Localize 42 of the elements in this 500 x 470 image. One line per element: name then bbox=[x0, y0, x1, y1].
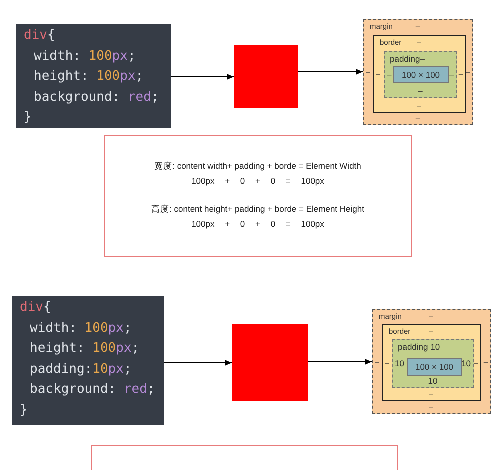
margin-box bbox=[372, 309, 491, 414]
code-panel bbox=[12, 296, 164, 425]
box-label: padding 10 bbox=[398, 343, 440, 352]
arrow bbox=[170, 74, 234, 80]
code-line: width: 100px; bbox=[29, 320, 133, 338]
code-line: background: red; bbox=[29, 381, 156, 399]
box-label: padding– bbox=[390, 55, 425, 64]
value-label: 10 bbox=[462, 359, 471, 368]
code-line: div{ bbox=[20, 299, 52, 317]
value-label: – bbox=[387, 70, 392, 79]
code-line: height: 100px; bbox=[29, 340, 141, 358]
formula-text: 高度: content height+ padding + borde = Element Height bbox=[150, 204, 366, 216]
formula-panel bbox=[104, 135, 412, 257]
code-line: div{ bbox=[24, 27, 56, 45]
code-line: } bbox=[20, 402, 29, 420]
size-label: 100 × 100 bbox=[400, 71, 442, 80]
formula-text: 100px + 0 + 0 = 100px bbox=[190, 219, 326, 229]
code-line: height: 100px; bbox=[33, 68, 145, 86]
margin-box bbox=[363, 19, 473, 125]
code-line: background: red; bbox=[33, 88, 160, 106]
square-box bbox=[234, 45, 298, 108]
border-box bbox=[382, 324, 481, 401]
formula-text: 100px + 0 + 0 = 100px bbox=[190, 176, 326, 186]
padding-box bbox=[392, 339, 474, 388]
value-label: – bbox=[449, 70, 454, 79]
size-label: 100 × 100 bbox=[414, 363, 455, 372]
arrow bbox=[298, 69, 364, 75]
code-line: padding:10px; bbox=[29, 360, 133, 378]
code-line: width: 100px; bbox=[33, 48, 137, 66]
border-box bbox=[373, 35, 466, 113]
content-box bbox=[407, 358, 462, 376]
content-box bbox=[393, 66, 449, 83]
arrow bbox=[308, 359, 372, 365]
arrow bbox=[164, 360, 232, 366]
value-label: 10 bbox=[428, 377, 438, 386]
formula-text: 宽度: content width+ padding + borde = Element Width bbox=[154, 161, 362, 173]
square-box bbox=[232, 324, 308, 401]
value-label: 10 bbox=[395, 359, 404, 368]
code-panel bbox=[16, 24, 171, 128]
code-line: } bbox=[24, 109, 33, 127]
value-label: – bbox=[418, 87, 423, 96]
padding-box bbox=[384, 51, 457, 98]
